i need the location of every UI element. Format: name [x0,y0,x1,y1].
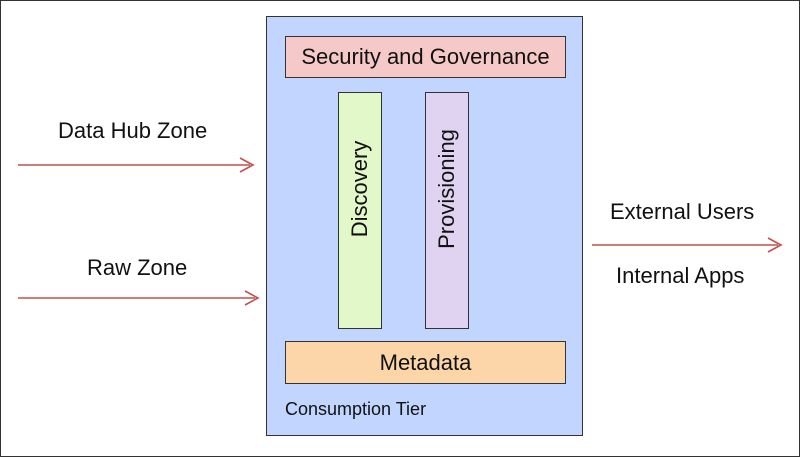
discovery-label: Discovery [347,140,372,238]
arrow-raw-zone [18,290,260,306]
output-label-external-users: External Users [610,199,755,224]
discovery-box: Discovery [338,92,382,329]
consumption-tier-label: Consumption Tier [285,399,427,419]
metadata-box: Metadata [285,341,566,384]
provisioning-label: Provisioning [434,129,459,249]
input-label-raw-zone: Raw Zone [87,255,188,280]
input-label-data-hub-zone: Data Hub Zone [58,118,208,143]
security-governance-box: Security and Governance [285,36,566,78]
arrow-output [592,237,783,253]
provisioning-box: Provisioning [425,92,469,329]
arrow-data-hub-zone [18,157,255,173]
output-label-internal-apps: Internal Apps [616,263,745,288]
